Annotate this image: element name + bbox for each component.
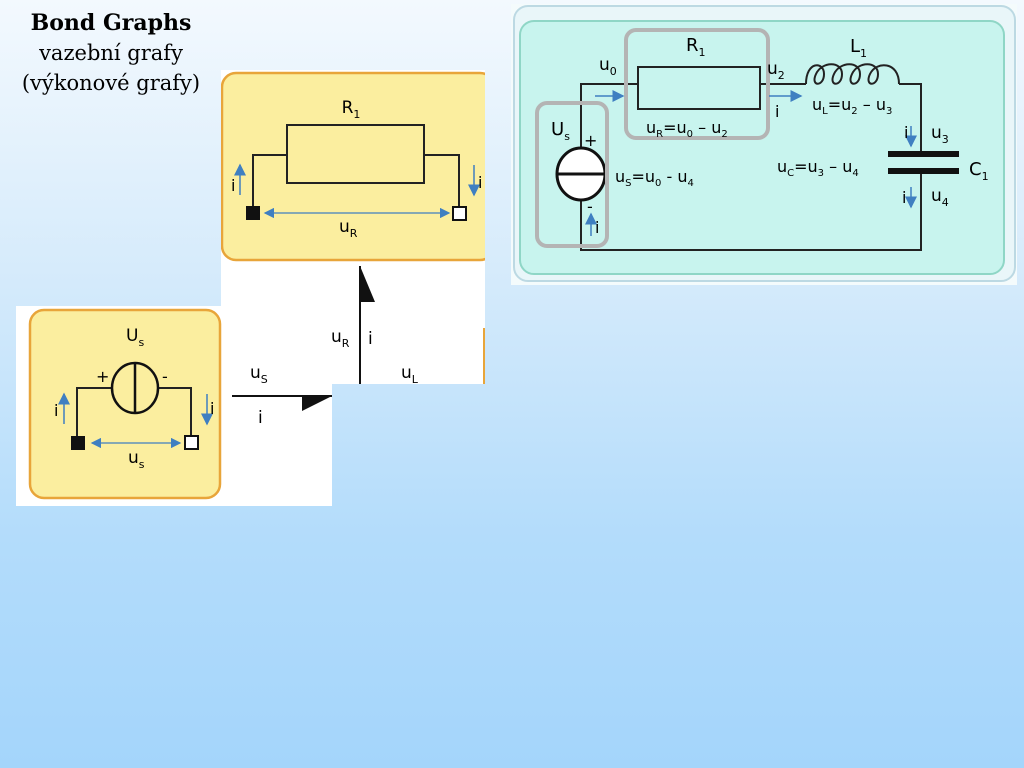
circuit-current-label-4: i [902, 188, 906, 207]
circuit-panel: R1 uR=u0 – u2 L1 uL=u2 – u3 C1 uC=u3 – u… [511, 4, 1017, 285]
capacitor-plate-bottom [888, 168, 959, 174]
circuit-inductor [805, 63, 900, 85]
source-lead-left [76, 387, 113, 438]
slide-title: Bond Graphs [30, 10, 192, 36]
terminal-filled [246, 206, 260, 220]
circuit-r1-label: R1 [686, 35, 706, 59]
wire-l-c [899, 83, 922, 155]
source-terminal-open [184, 435, 199, 450]
source-plus: + [96, 367, 109, 386]
resistor-lead-right [424, 154, 460, 210]
source-current-left: i [54, 401, 58, 420]
r1-label: R1 [342, 98, 361, 121]
circuit-current-label-2: i [775, 102, 779, 121]
circuit-l1-label: L1 [850, 36, 867, 60]
capacitor-plate-top [888, 151, 959, 157]
current-label-left: i [231, 176, 235, 195]
circuit-plus: + [584, 131, 597, 150]
label-u0: u0 [599, 55, 617, 78]
circuit-inner-frame [519, 20, 1005, 275]
eq-r: uR=u0 – u2 [646, 118, 728, 140]
bond-horizontal-halfarrow [302, 396, 332, 411]
eq-l: uL=u2 – u3 [812, 95, 892, 117]
us-label: Us [126, 326, 144, 349]
label-u3: u3 [931, 123, 949, 146]
eq-c: uC=u3 – u4 [777, 157, 859, 179]
source-minus: - [162, 367, 168, 386]
current-label-right: i [478, 173, 482, 192]
eq-s: uS=u0 - u4 [615, 167, 694, 189]
circuit-c1-label: C1 [969, 159, 989, 183]
source-lead-right [157, 387, 192, 438]
circuit-current-label-5: i [595, 218, 599, 237]
bond-ur-flow: i [368, 329, 373, 349]
ur-label: uR [339, 217, 358, 240]
wire-bottom [580, 171, 922, 251]
resistor-highlight-box [624, 28, 770, 140]
bond-ul-label: uL [401, 363, 419, 384]
source-terminal-filled [71, 436, 85, 450]
wire-left-top [580, 83, 638, 147]
source-us-label: us [128, 448, 145, 471]
circuit-svg: R1 uR=u0 – u2 L1 uL=u2 – u3 C1 uC=u3 – u… [513, 5, 1016, 282]
slide-title-block: Bond Graphs vazební grafy (výkonové graf… [0, 8, 222, 98]
source-element-svg: Us + - i i us uS i [28, 308, 332, 500]
label-u2: u2 [767, 59, 785, 82]
source-element-panel: Us + - i i us uS i [16, 306, 332, 506]
resistor-lead-left [252, 154, 287, 210]
slide-subtitle-line1: vazební grafy [39, 41, 183, 65]
bond-ur-label: uR [331, 327, 350, 350]
bond-us-flow: i [258, 408, 263, 428]
label-u4: u4 [931, 186, 949, 209]
circuit-minus: - [587, 197, 593, 216]
source-current-right: i [210, 399, 214, 418]
circuit-resistor [637, 66, 761, 110]
terminal-open [452, 206, 467, 221]
bond-us-label: uS [250, 363, 268, 386]
slide-subtitle-line2: (výkonové grafy) [21, 71, 201, 95]
circuit-current-label-3: i [904, 123, 908, 142]
bond-vertical-halfarrow [360, 266, 375, 302]
circuit-us-label: Us [551, 119, 570, 143]
source-highlight-box [535, 101, 609, 248]
